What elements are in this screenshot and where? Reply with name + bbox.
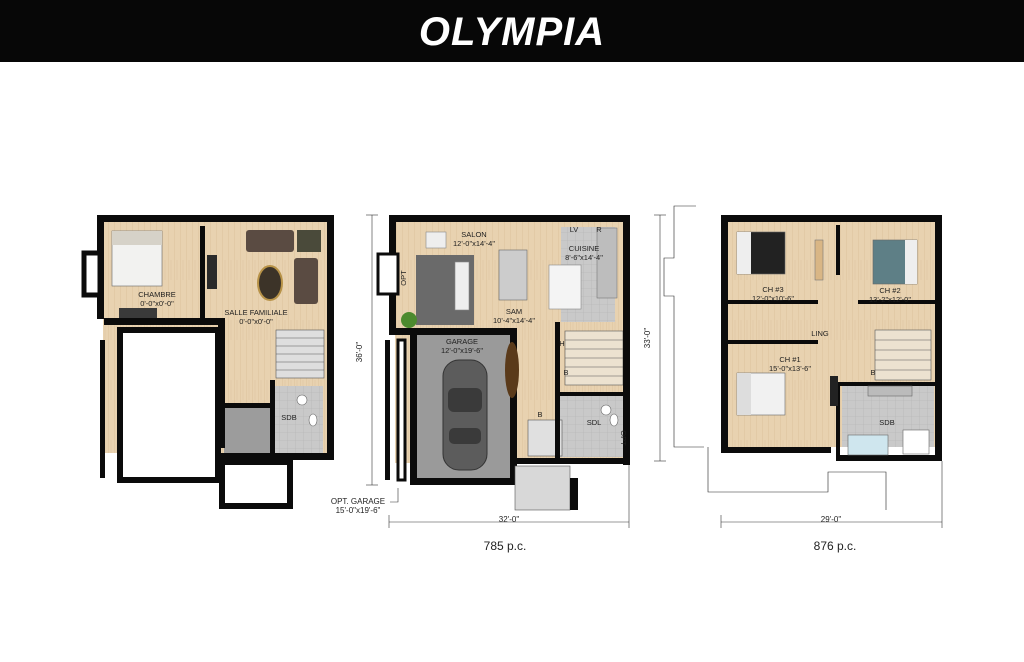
armchair-icon xyxy=(294,258,318,304)
basement-window-well xyxy=(81,250,103,298)
ch1-dresser-icon xyxy=(830,376,838,406)
r-label: R xyxy=(596,225,602,234)
upper-stairs xyxy=(874,329,932,381)
ground-projection-bottom xyxy=(707,447,887,510)
basement-left-slab-wall xyxy=(100,340,105,478)
ground-width-dim: 32'-0" xyxy=(499,515,520,524)
upper-stair-b-label: B xyxy=(870,368,875,377)
lv-label: LV xyxy=(570,225,579,234)
bathtub-icon xyxy=(847,434,889,456)
kitchen-counter-icon xyxy=(596,227,618,299)
ch3-label: CH #3 xyxy=(762,285,783,294)
basement-unexcavated xyxy=(117,327,221,483)
ground-height-dim: 36'-0" xyxy=(355,342,364,363)
ch1-label: CH #1 xyxy=(779,355,800,364)
ling-label: LING xyxy=(811,329,829,338)
cuisine-label: CUISINE xyxy=(569,244,599,253)
opt-garage-dims: 15'-0"x19'-6" xyxy=(336,506,381,515)
sam-label: SAM xyxy=(506,307,522,316)
shower-icon xyxy=(902,429,930,455)
ground-stairs xyxy=(564,330,624,386)
upper-dimension-lines xyxy=(654,214,943,528)
opt-garage-label: OPT. GARAGE xyxy=(331,497,385,506)
coffee-table-icon xyxy=(257,265,283,301)
upper-walls xyxy=(721,215,942,461)
stair-h-label: H xyxy=(559,339,564,348)
dresser-icon xyxy=(119,308,157,318)
garage-label: GARAGE xyxy=(446,337,478,346)
opt-garage-wall xyxy=(385,340,390,480)
ground-floor-plan: SALON 12'-0"x14'-4" CUISINE 8'-6"x14'-4"… xyxy=(331,214,630,553)
salle-familiale-dims: 0'-0"x0'-0" xyxy=(239,317,273,326)
opt-fireplace-label: OPT xyxy=(399,270,408,286)
salon-label: SALON xyxy=(461,230,486,239)
bed-headboard xyxy=(112,231,162,245)
basement-sdb-label: SDB xyxy=(281,413,296,422)
ground-dimension-lines xyxy=(366,214,630,528)
upper-area: 876 p.c. xyxy=(814,539,857,553)
ch3-closet-icon xyxy=(814,239,824,281)
sdl-label: SDL xyxy=(587,418,602,427)
ch2-dims: 13'-2"x12'-0" xyxy=(869,295,911,304)
title-banner: OLYMPIA xyxy=(0,0,1024,62)
ch3-pillows xyxy=(737,232,751,274)
ground-area: 785 p.c. xyxy=(484,539,527,553)
tv-unit-icon xyxy=(207,255,217,289)
salon-dims: 12'-0"x14'-4" xyxy=(453,239,495,248)
model-title: OLYMPIA xyxy=(418,10,606,54)
opt-bath-label: OPT xyxy=(619,430,628,446)
ground-sink-icon xyxy=(600,404,612,416)
basement-plan: CHAMBRE 0'-0"x0'-0" SALLE FAMILIALE 0'-0… xyxy=(81,215,334,509)
basement-cold-room xyxy=(219,459,293,509)
ground-toilet-icon xyxy=(609,413,619,427)
side-table-icon xyxy=(297,230,321,252)
mechanical-room xyxy=(224,407,274,453)
chambre-dims: 0'-0"x0'-0" xyxy=(140,299,174,308)
car-icon xyxy=(442,359,488,471)
opt-garage-outline xyxy=(396,338,407,482)
fireplace-bump xyxy=(376,252,400,296)
sofa-icon xyxy=(454,261,470,311)
ch2-label: CH #2 xyxy=(879,286,900,295)
upper-height-dim: 33'-0" xyxy=(643,328,652,349)
upper-sdb-label: SDB xyxy=(879,418,894,427)
ch2-pillows xyxy=(905,240,917,284)
dining-table-icon xyxy=(498,249,528,301)
basement-toilet-icon xyxy=(308,413,318,427)
upper-floor-plan: CH #3 12'-0"x10'-6" CH #2 13'-2"x12'-0" … xyxy=(643,205,943,553)
ch1-pillows xyxy=(737,373,751,415)
plant-icon xyxy=(401,312,417,328)
basement-sink-icon xyxy=(296,394,308,406)
ch1-dims: 15'-0"x13'-6" xyxy=(769,364,811,373)
entry-b-label: B xyxy=(537,410,542,419)
sam-dims: 10'-4"x14'-4" xyxy=(493,316,535,325)
stair-b-label: B xyxy=(563,368,568,377)
kitchen-island-icon xyxy=(548,264,582,310)
basement-stairs xyxy=(275,329,325,379)
ground-projection-left xyxy=(663,205,704,448)
upper-width-dim: 29'-0" xyxy=(821,515,842,524)
front-porch xyxy=(514,465,571,511)
kitchen-table-icon xyxy=(505,342,519,398)
cuisine-dims: 8'-6"x14'-4" xyxy=(565,253,603,262)
porch-wall xyxy=(570,478,578,510)
vanity-icon xyxy=(867,385,913,397)
ch3-dims: 12'-0"x10'-6" xyxy=(752,294,794,303)
sofa-icon xyxy=(246,230,294,252)
garage-dims: 12'-0"x19'-6" xyxy=(441,346,483,355)
salle-familiale-label: SALLE FAMILIALE xyxy=(224,308,287,317)
chambre-label: CHAMBRE xyxy=(138,290,176,299)
armchair-icon xyxy=(425,231,447,249)
